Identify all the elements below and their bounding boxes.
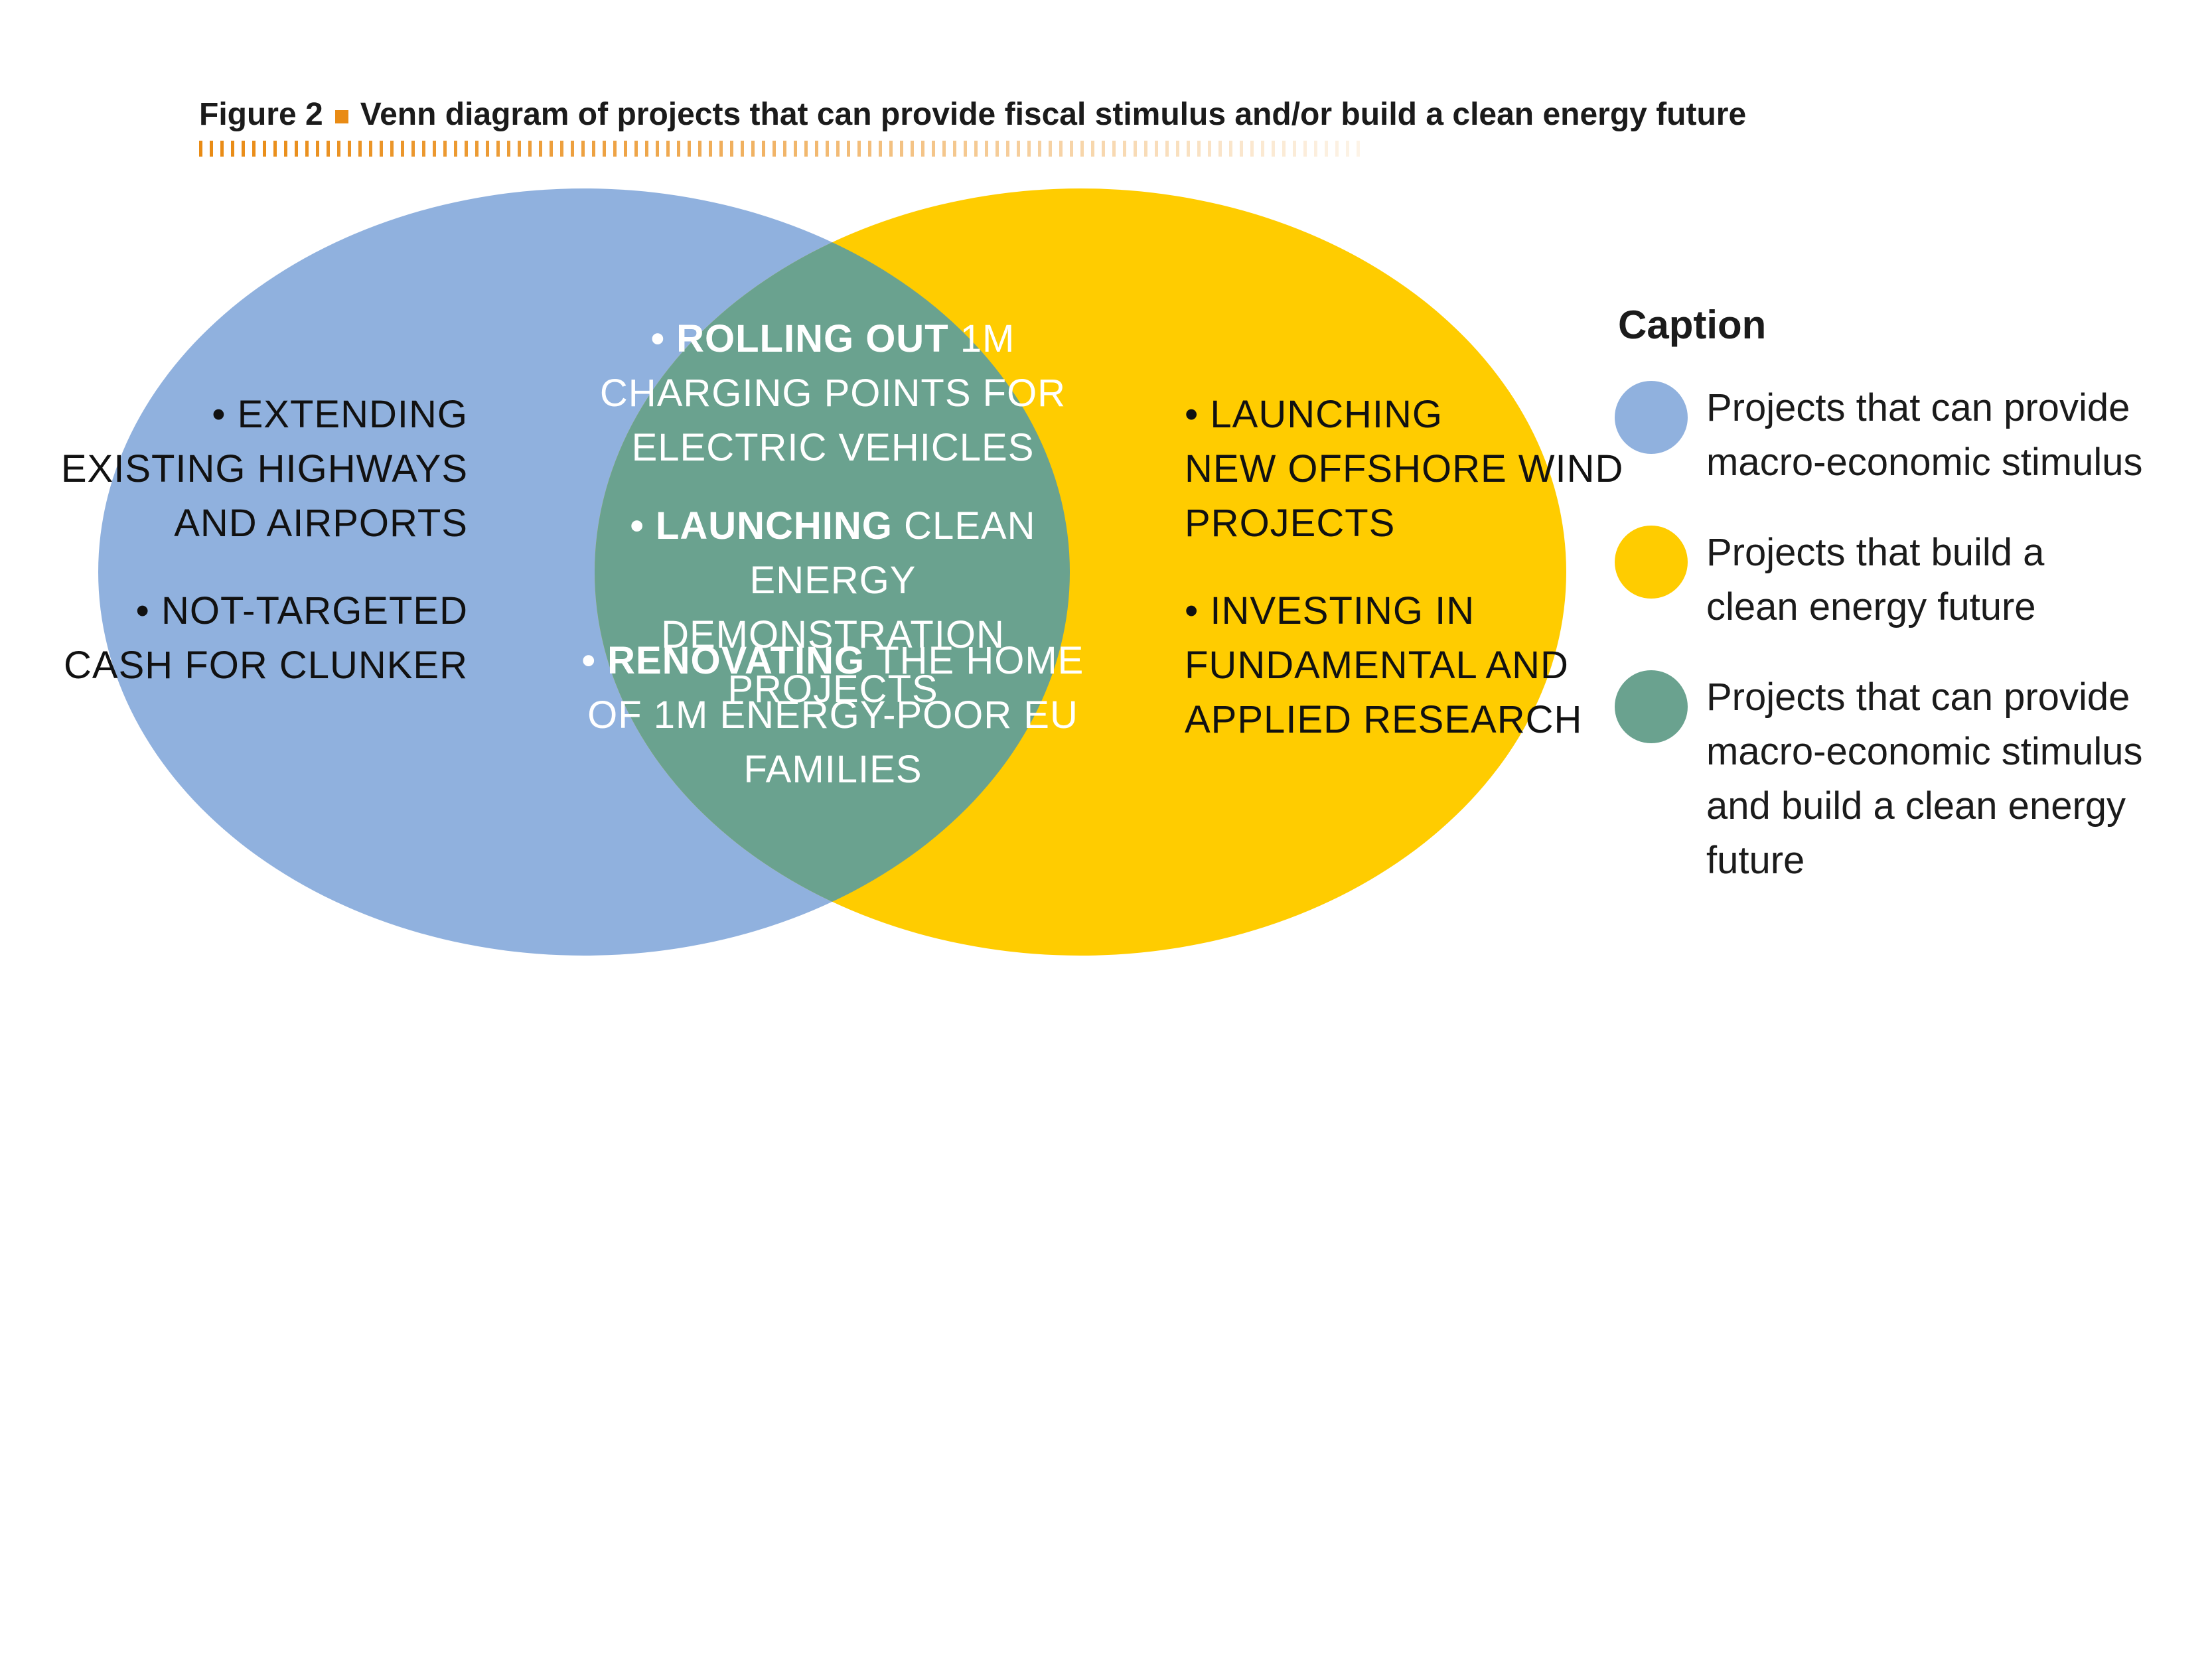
center-item-line: DEMONSTRATION PROJECTS [661,613,1005,711]
center-item-lead: • LAUNCHING [630,504,893,547]
region-text-line: • INVESTING IN [1185,589,1475,632]
legend-item-both: Projects that can provide macro-economic… [1615,670,2144,888]
blue-circle-icon [1615,381,1688,454]
square-marker-icon [334,109,348,123]
item-gap [1185,551,1623,584]
region-text-line: APPLIED RESEARCH [1185,698,1583,741]
region-text-line: NEW OFFSHORE WIND [1185,447,1624,490]
region-text-line: • EXTENDING [212,393,468,436]
center-item-rest: THE HOME [865,639,1084,682]
legend: Caption Projects that can provide macro-… [1615,302,2144,924]
center-item-first-line: • ROLLING OUT 1M [581,312,1085,366]
legend-title: Caption [1618,303,1767,347]
figure-header: Figure 2 Venn diagram of projects that c… [199,96,1746,133]
region-text-line: PROJECTS [1185,502,1396,545]
legend-label: Projects that build a clean energy futur… [1706,531,2045,628]
figure-title: Venn diagram of projects that can provid… [360,97,1747,132]
legend-item-stimulus: Projects that can provide macro-economic… [1615,381,2144,490]
green-circle-icon [1615,670,1688,743]
item-gap [61,551,468,584]
center-item-line: FAMILIES [743,748,922,791]
region-text-line: FUNDAMENTAL AND [1185,644,1569,687]
legend-item-clean-energy: Projects that build a clean energy futur… [1615,526,2144,634]
center-item-rest: 1M [948,317,1015,360]
center-item-first-line: • RENOVATING THE HOME [581,634,1085,688]
legend-label: Projects that can provide macro-economic… [1706,386,2143,484]
region-text-line: EXISTING HIGHWAYS [60,447,468,490]
region-text-line: AND AIRPORTS [174,502,468,545]
center-item-rest: CLEAN ENERGY [749,504,1036,602]
center-item-line: OF 1M ENERGY-POOR EU [587,693,1078,737]
legend-label: Projects that can provide macro-economic… [1706,676,2143,882]
figure-number: Figure 2 [199,97,323,132]
center-item-line: ELECTRIC VEHICLES [631,426,1035,469]
left-region-text: • EXTENDING EXISTING HIGHWAYS AND AIRPORTS… [61,388,468,693]
region-text-line: CASH FOR CLUNKER [64,644,468,687]
right-region-text: • LAUNCHING NEW OFFSHORE WIND PROJECTS • IN… [1185,388,1623,747]
center-item: • RENOVATING THE HOME OF 1M ENERGY-POOR E… [581,634,1085,797]
region-text-line: • NOT-TARGETED [135,589,468,632]
dotted-divider [199,141,1361,157]
center-item-lead: • RENOVATING [581,639,865,682]
center-item-first-line: • LAUNCHING CLEAN ENERGY [581,499,1085,608]
region-text-line: • LAUNCHING [1185,393,1443,436]
yellow-circle-icon [1615,526,1688,599]
overlap-region [595,188,1070,956]
center-item-line: CHARGING POINTS FOR [599,372,1067,415]
center-item-lead: • ROLLING OUT [650,317,949,360]
center-item: • ROLLING OUT 1M CHARGING POINTS FOR ELECT… [581,312,1085,475]
